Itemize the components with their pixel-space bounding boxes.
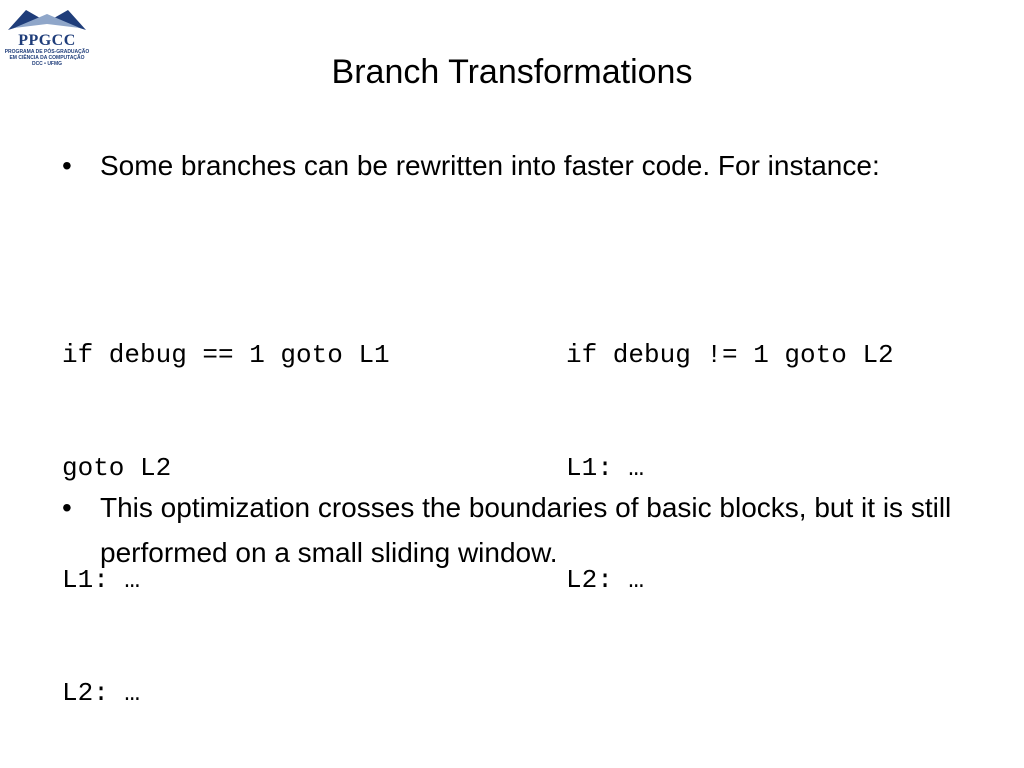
code-line: L1: … (62, 565, 141, 595)
ppgcc-logo: PPGCC PROGRAMA DE PÓS-GRADUAÇÃO EM CIÊNC… (4, 4, 90, 68)
logo-subtitle-3: DCC • UFMG (31, 61, 63, 67)
code-block-optimized: if debug != 1 goto L2 L1: … L2: … (566, 262, 894, 637)
code-line: L2: … (566, 565, 645, 595)
slide-title: Branch Transformations (331, 53, 693, 91)
logo-title: PPGCC (18, 32, 76, 49)
bullet-marker: • (62, 492, 72, 523)
bullet-item-2: • This optimization crosses the boundari… (62, 485, 962, 575)
code-line: L1: … (566, 452, 645, 483)
bullet-item-1: • Some branches can be rewritten into fa… (62, 143, 962, 188)
code-line: goto L2 (62, 452, 172, 483)
logo-subtitle-1: PROGRAMA DE PÓS-GRADUAÇÃO (4, 49, 90, 55)
code-line: if debug != 1 goto L2 (566, 340, 894, 370)
code-line: if debug == 1 goto L1 (62, 340, 390, 370)
logo-subtitle-2: EM CIÊNCIA DA COMPUTAÇÃO (9, 55, 85, 61)
bullet-text: This optimization crosses the boundaries… (100, 492, 952, 568)
logo-emblem-icon (8, 10, 86, 30)
code-block-original: if debug == 1 goto L1 goto L2 L1: … L2: … (62, 262, 390, 750)
bullet-marker: • (62, 150, 72, 181)
bullet-text: Some branches can be rewritten into fast… (100, 150, 880, 181)
code-line: L2: … (62, 677, 141, 708)
